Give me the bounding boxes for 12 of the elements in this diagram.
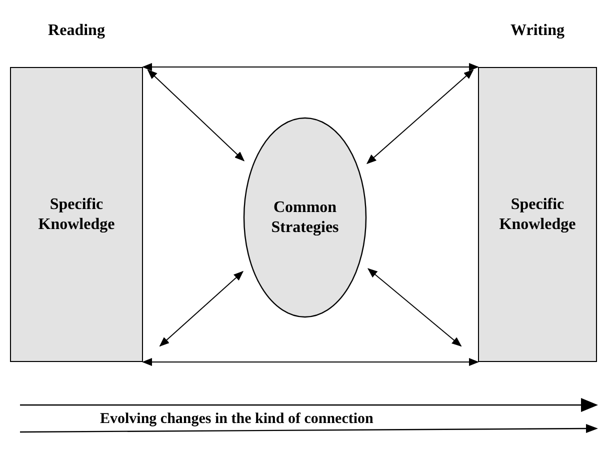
double-arrow bbox=[367, 268, 462, 347]
column-heading: Reading bbox=[47, 21, 106, 41]
panel-label: Specific Knowledge bbox=[37, 194, 116, 234]
panel-label: Specific Knowledge bbox=[498, 194, 577, 234]
ellipse-label: Common Strategies bbox=[270, 198, 340, 238]
double-arrow bbox=[142, 63, 479, 71]
column-heading: Writing bbox=[510, 21, 566, 41]
axis-caption: Evolving changes in the kind of connection bbox=[100, 410, 374, 429]
double-arrow bbox=[147, 69, 245, 162]
double-arrow bbox=[142, 358, 479, 366]
double-arrow bbox=[366, 69, 474, 164]
double-arrow bbox=[159, 270, 244, 347]
